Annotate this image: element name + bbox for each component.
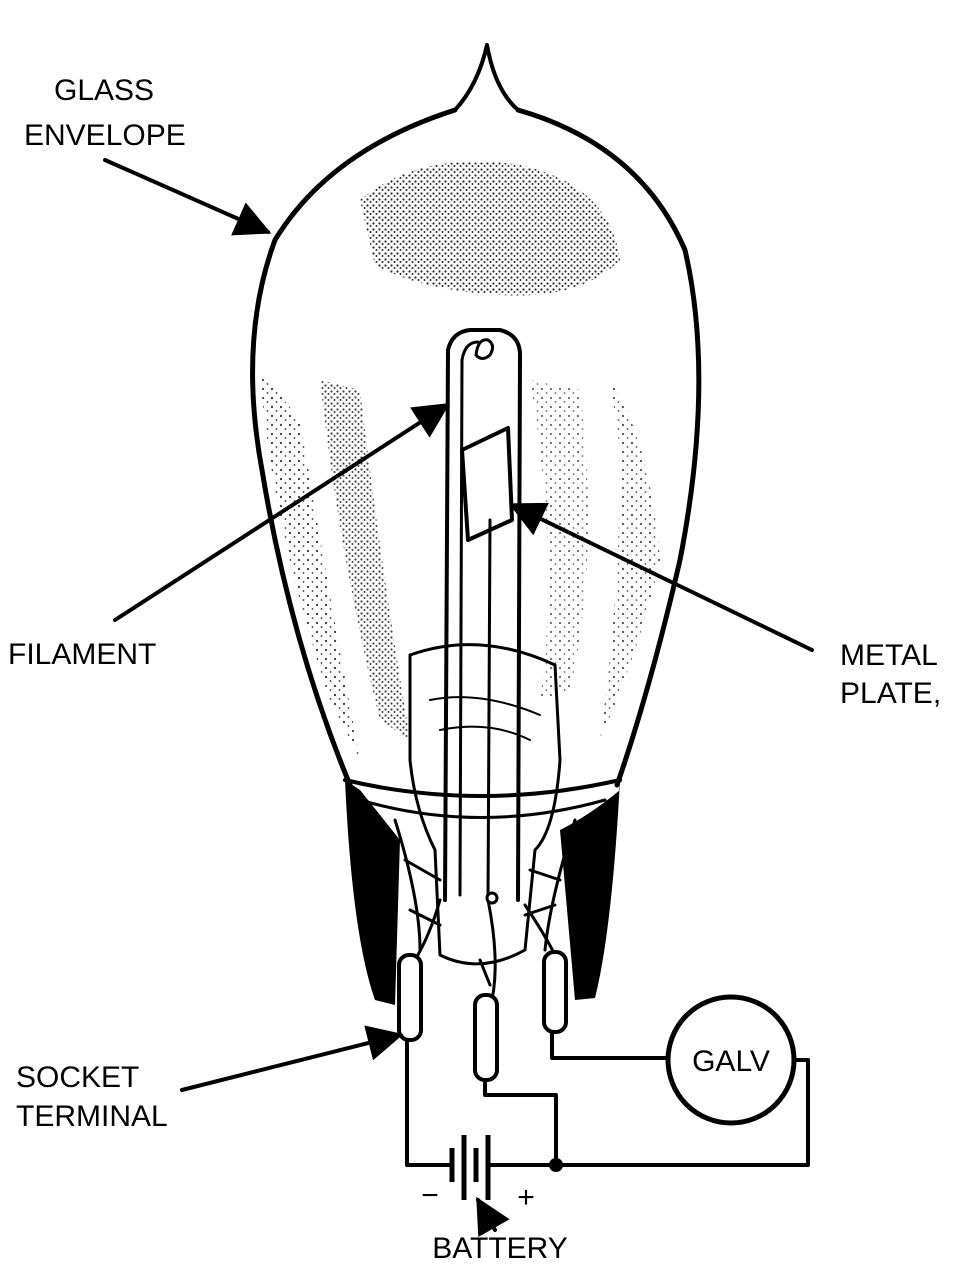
socket-terminal-pins	[397, 891, 568, 1082]
filament	[443, 328, 522, 902]
battery-plus-label: +	[517, 1181, 535, 1214]
galvanometer	[665, 994, 797, 1126]
metal-plate-label-1: METAL	[840, 639, 938, 672]
battery	[449, 1135, 491, 1200]
socket-terminal-label-1: SOCKET	[16, 1061, 139, 1094]
glass-envelope	[250, 43, 702, 788]
labels: GLASS ENVELOPE FILAMENT METAL PLATE, SOC…	[8, 74, 941, 1265]
socket-terminal-label-2: TERMINAL	[16, 1100, 168, 1133]
battery-leader	[476, 1196, 510, 1238]
battery-minus-label: −	[421, 1179, 439, 1212]
socket-terminal-leader	[180, 1025, 404, 1092]
wire-junction	[549, 1158, 563, 1172]
leader-arrows	[103, 158, 814, 1238]
galv-label: GALV	[692, 1045, 770, 1078]
glass-envelope-label-1: GLASS	[54, 74, 154, 107]
filament-label: FILAMENT	[8, 638, 156, 671]
glass-envelope-label-2: ENVELOPE	[24, 119, 186, 152]
metal-plate-leader	[508, 502, 814, 652]
battery-label: BATTERY	[432, 1232, 568, 1265]
metal-plate	[460, 426, 514, 902]
metal-plate-label-2: PLATE,	[840, 677, 941, 710]
circuit-wiring	[405, 1030, 810, 1172]
glass-envelope-leader	[103, 158, 272, 236]
socket-base	[343, 778, 622, 1005]
filament-leader	[113, 403, 451, 622]
